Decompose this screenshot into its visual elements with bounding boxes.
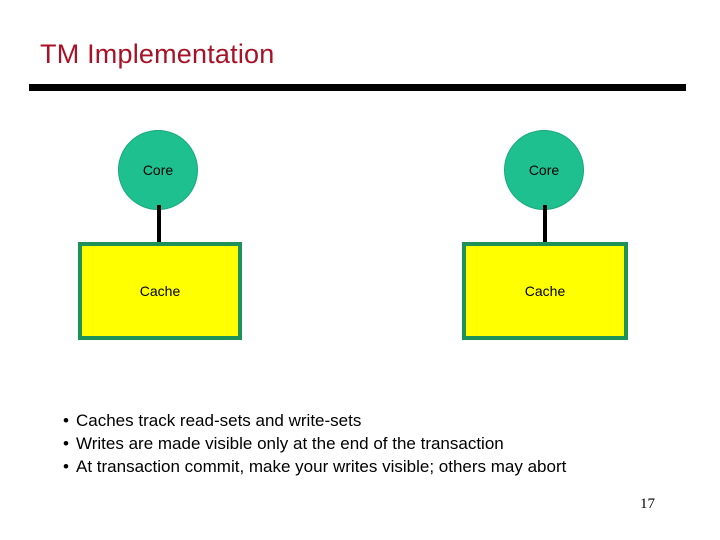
bullet-text: At transaction commit, make your writes …: [76, 457, 567, 476]
bullet-list: • Caches track read-sets and write-sets •…: [63, 409, 693, 478]
cache-box-right: Cache: [462, 242, 628, 340]
bullet-marker-icon: •: [63, 457, 69, 476]
cache-label-right: Cache: [524, 283, 566, 299]
core-circle-right: Core: [504, 130, 584, 210]
bullet-text: Writes are made visible only at the end …: [76, 434, 504, 453]
cache-label-left: Cache: [139, 283, 181, 299]
bullet-marker-icon: •: [63, 411, 69, 430]
bullet-item: • Caches track read-sets and write-sets: [63, 409, 693, 432]
title-divider: [29, 84, 686, 91]
page-title: TM Implementation: [40, 39, 275, 69]
core-circle-left: Core: [118, 130, 198, 210]
core-label-left: Core: [142, 162, 174, 178]
bullet-text: Caches track read-sets and write-sets: [76, 411, 362, 430]
connector-line-left: [157, 205, 161, 245]
core-label-right: Core: [528, 162, 560, 178]
page-number: 17: [640, 496, 655, 512]
bullet-marker-icon: •: [63, 434, 69, 453]
connector-line-right: [543, 205, 547, 245]
bullet-item: • At transaction commit, make your writes…: [63, 455, 693, 478]
cache-box-left: Cache: [78, 242, 242, 340]
bullet-item: • Writes are made visible only at the end…: [63, 432, 693, 455]
